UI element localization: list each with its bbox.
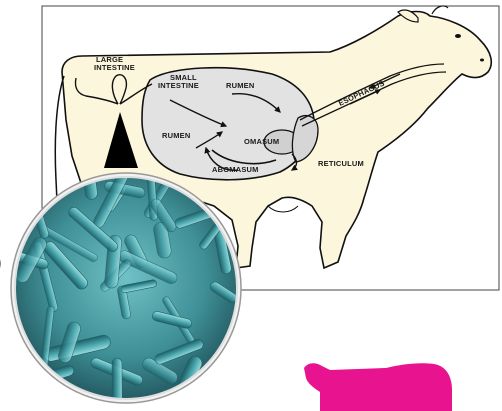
label-omasum: OMASUM — [244, 137, 279, 146]
magenta-cow-shape — [304, 363, 452, 411]
label-small-intestine-2: INTESTINE — [158, 81, 199, 90]
label-rumen-left: RUMEN — [162, 131, 191, 140]
bacterium-rod — [29, 364, 46, 404]
label-reticulum: RETICULUM — [318, 159, 364, 168]
label-abomasum: ABOMASUM — [212, 165, 259, 174]
label-rumen-top: RUMEN — [226, 81, 255, 90]
label-large-intestine-2: INTESTINE — [94, 63, 135, 72]
edge-glyph: ) — [0, 249, 2, 276]
